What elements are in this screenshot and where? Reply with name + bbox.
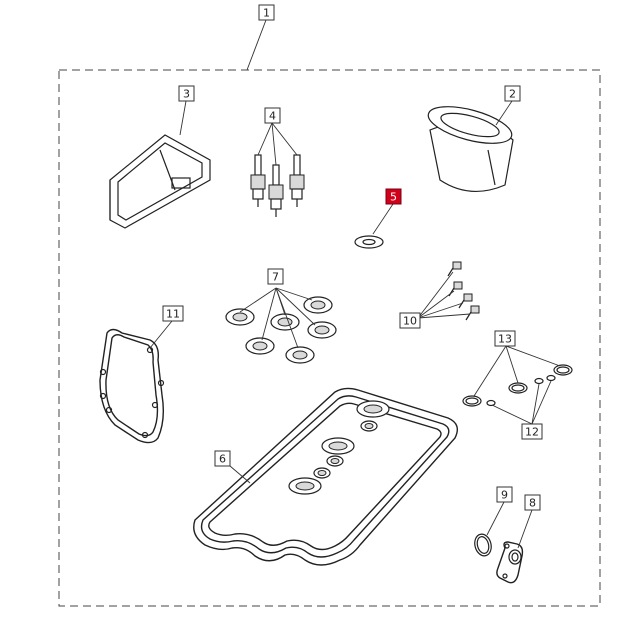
callout-8: 8 <box>524 494 541 511</box>
svg-text:5: 5 <box>390 191 397 204</box>
cam-cover-gasket-part[interactable] <box>193 387 458 566</box>
leader-13 <box>473 345 561 397</box>
leader-8 <box>517 509 533 549</box>
leader-4 <box>257 122 298 166</box>
svg-text:3: 3 <box>183 88 190 101</box>
leader-7 <box>239 287 316 349</box>
o-rings-part[interactable] <box>462 364 573 407</box>
svg-text:11: 11 <box>166 308 180 321</box>
leader-10 <box>417 271 471 319</box>
oil-filter-part[interactable] <box>425 99 516 193</box>
svg-text:8: 8 <box>529 497 536 510</box>
callout-3: 3 <box>178 85 195 102</box>
leader-6 <box>229 465 251 484</box>
leader-1 <box>246 19 267 71</box>
callout-5: 5 <box>385 188 402 205</box>
o-ring-part[interactable] <box>472 532 493 557</box>
leader-5 <box>372 203 394 235</box>
sealing-washer-part[interactable] <box>354 235 384 249</box>
svg-text:7: 7 <box>272 271 279 284</box>
svg-text:1: 1 <box>263 7 270 20</box>
svg-text:6: 6 <box>219 453 226 466</box>
callout-6: 6 <box>214 450 231 467</box>
bolts-part[interactable] <box>447 261 480 321</box>
spark-plug-seals-part[interactable] <box>225 296 337 364</box>
svg-text:12: 12 <box>525 426 539 439</box>
clutch-cover-gasket-part[interactable] <box>99 328 165 444</box>
spark-plugs-part[interactable] <box>250 154 305 217</box>
callout-4: 4 <box>264 107 281 124</box>
callout-9: 9 <box>496 486 513 503</box>
leader-9 <box>486 501 505 536</box>
callout-11: 11 <box>162 305 184 322</box>
callout-12: 12 <box>521 423 543 440</box>
svg-text:2: 2 <box>509 88 516 101</box>
small-gasket-part[interactable] <box>496 541 524 584</box>
callout-1: 1 <box>258 4 275 21</box>
svg-text:13: 13 <box>498 333 512 346</box>
leader-2 <box>495 100 513 126</box>
air-filter-part[interactable] <box>109 134 211 229</box>
kit-boundary <box>58 69 601 607</box>
svg-text:4: 4 <box>269 110 276 123</box>
leader-11 <box>149 320 173 349</box>
callout-2: 2 <box>504 85 521 102</box>
leader-12 <box>491 380 552 425</box>
svg-text:9: 9 <box>501 489 508 502</box>
svg-text:10: 10 <box>403 315 417 328</box>
callout-10: 10 <box>399 312 421 329</box>
callout-13: 13 <box>494 330 516 347</box>
callout-7: 7 <box>267 268 284 285</box>
leader-3 <box>179 100 187 136</box>
